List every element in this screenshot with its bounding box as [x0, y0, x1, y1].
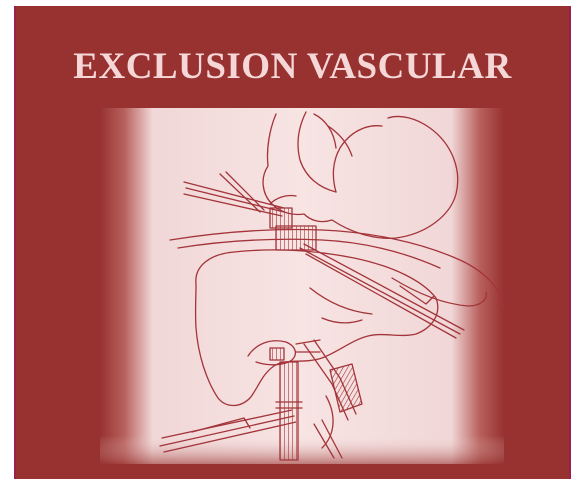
slide-panel: EXCLUSION VASCULAR: [14, 6, 571, 479]
liver-vascular-exclusion-drawing: [100, 108, 504, 464]
medical-illustration-svg: [100, 108, 504, 464]
slide-title: EXCLUSION VASCULAR: [16, 45, 569, 88]
